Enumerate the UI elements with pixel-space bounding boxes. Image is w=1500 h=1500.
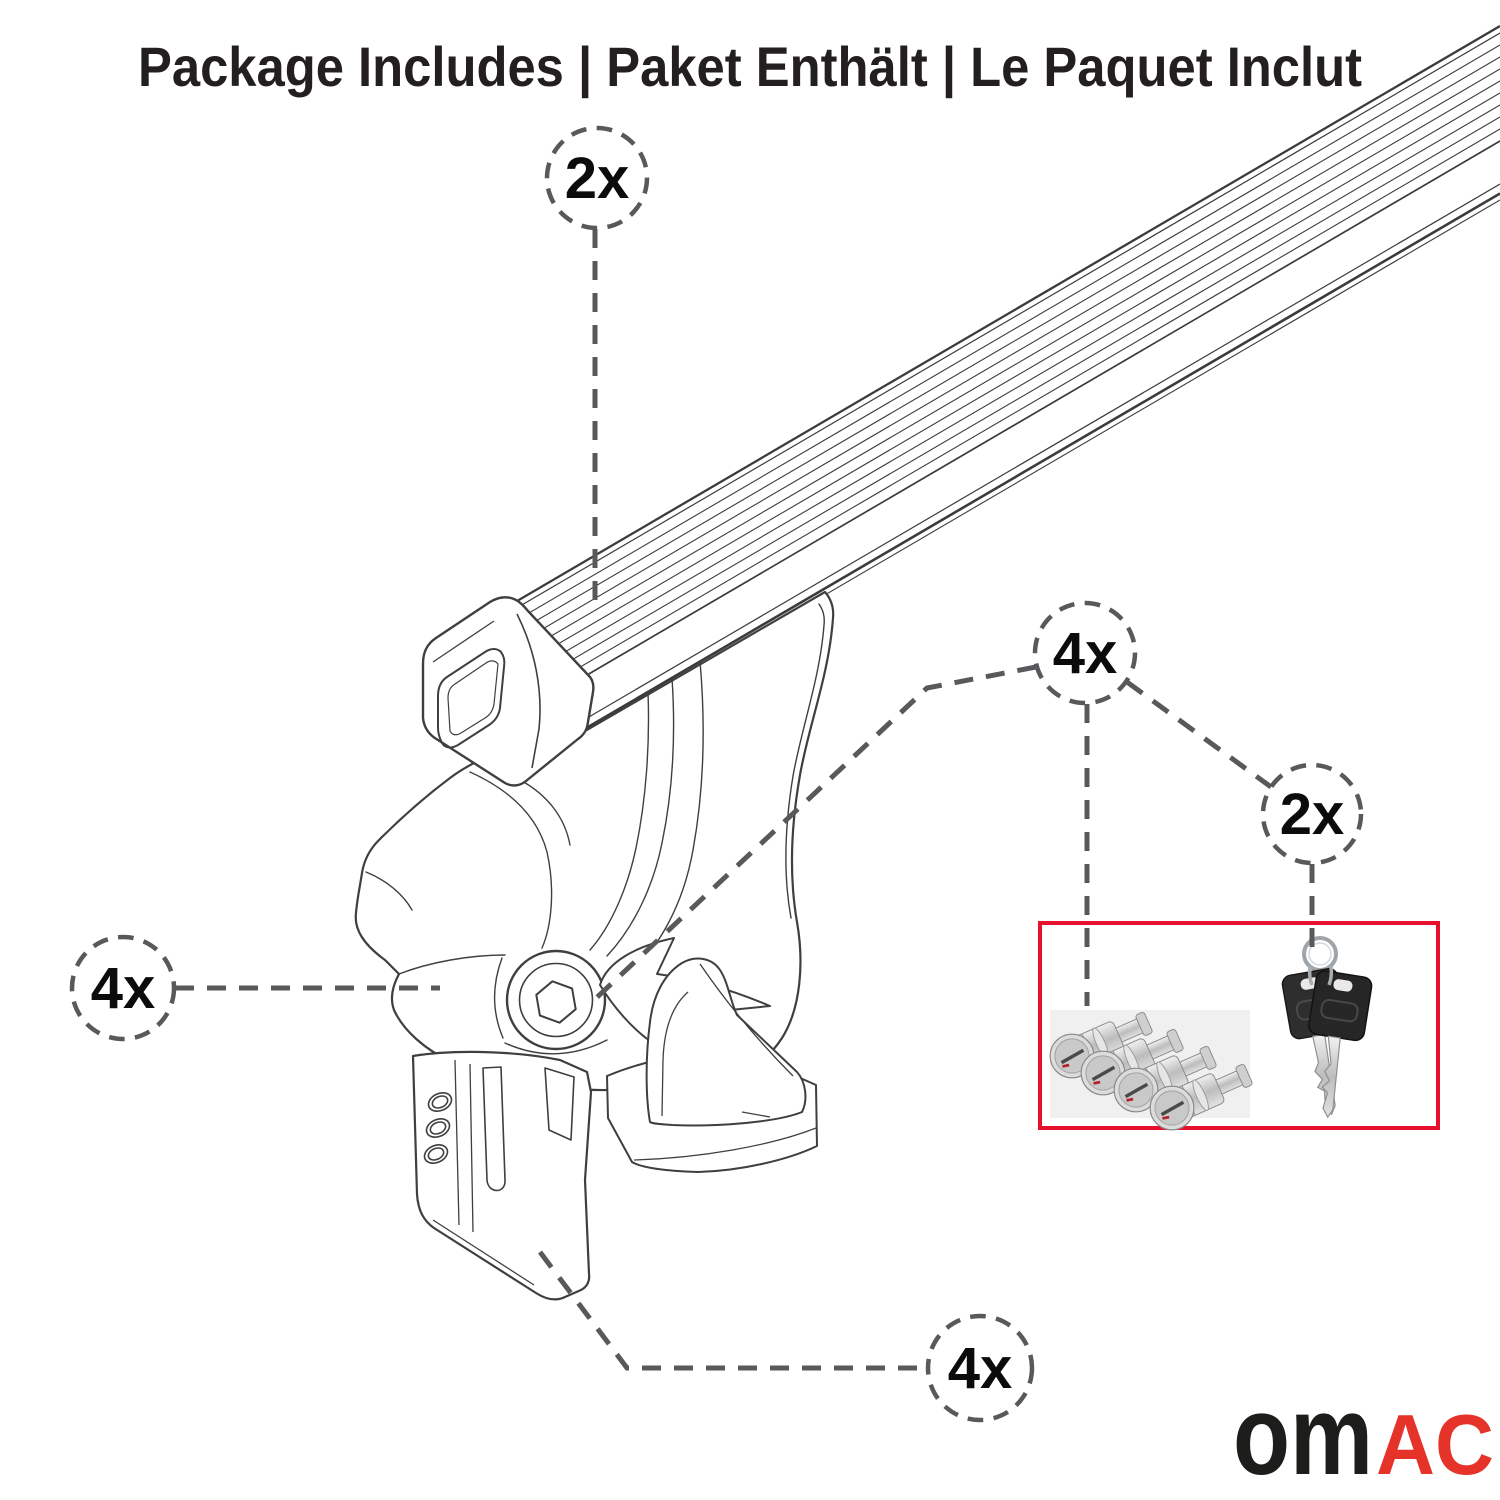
qty-keys: 2x (1280, 782, 1345, 847)
rubber-pad (645, 957, 807, 1127)
callout-crossbar (544, 125, 650, 231)
key-right (1308, 970, 1373, 1119)
end-cap (421, 596, 595, 787)
page-title: Package Includes | Paket Enthält | Le Pa… (138, 35, 1362, 99)
leader-clamp (538, 1250, 927, 1371)
clamp-bracket (411, 1050, 593, 1301)
callouts: 2x 4x 4x 2x 4x (69, 125, 1364, 1423)
qty-crossbar: 2x (565, 146, 630, 211)
callout-keys (1260, 762, 1364, 866)
leader-knob (590, 664, 1037, 1004)
logo-red-letters: AC (1376, 1398, 1494, 1493)
knob-bolt (505, 949, 607, 1051)
qty-foot: 4x (91, 956, 156, 1021)
omac-logo: om AC (1233, 1373, 1494, 1498)
logo-black-letters: om (1233, 1373, 1373, 1498)
callout-clamp (925, 1313, 1035, 1423)
callout-foot (69, 934, 177, 1042)
leader-keys-link (1125, 679, 1273, 790)
crossbar-illustration (499, 25, 1500, 733)
keys-photo (1281, 936, 1373, 1119)
leader-lines (175, 229, 1315, 1371)
qty-cylinders: 4x (1053, 621, 1118, 686)
callout-cylinders (1032, 600, 1138, 706)
clamp-holes (423, 1092, 453, 1164)
qty-clamp: 4x (948, 1336, 1013, 1401)
lock-cylinders-photo (1048, 1005, 1257, 1132)
